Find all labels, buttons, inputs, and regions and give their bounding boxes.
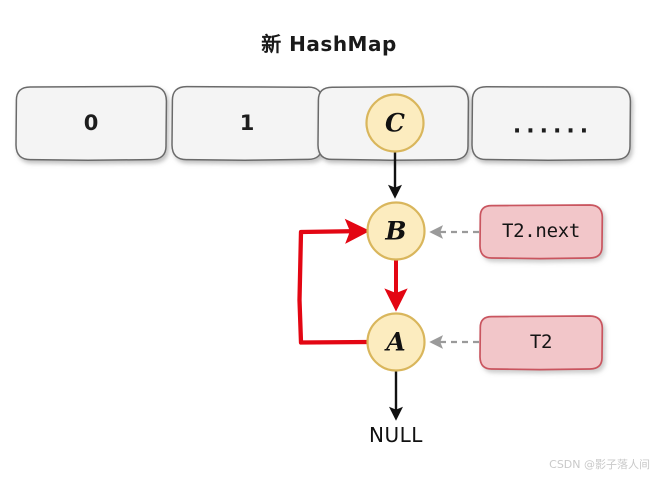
tag-box-t2[interactable] (479, 315, 604, 371)
node-label-a: A (386, 327, 406, 357)
bucket-cell-3-label: ...... (512, 113, 594, 139)
null-terminator-label: NULL (369, 423, 423, 447)
page-title: 新 HashMap (261, 32, 397, 56)
node-label-c: C (385, 108, 405, 138)
edge-a-to-b-cycle-loop (297, 218, 371, 345)
bucket-cell-0-label: 0 (83, 111, 99, 135)
bucket-cell-1-label: 1 (239, 111, 255, 135)
node-circle-b[interactable] (366, 201, 426, 261)
tag-label-t2next: T2.next (502, 220, 580, 242)
tag-label-t2: T2 (529, 331, 553, 353)
watermark: CSDN @影子落人间 (549, 458, 650, 471)
tag-box-t2next[interactable] (479, 204, 604, 260)
bucket-cell-3[interactable] (471, 86, 632, 162)
node-label-b: B (385, 216, 407, 246)
bucket-cell-0[interactable] (15, 85, 168, 162)
node-circle-c[interactable] (365, 93, 425, 153)
node-circle-a[interactable] (366, 312, 426, 372)
